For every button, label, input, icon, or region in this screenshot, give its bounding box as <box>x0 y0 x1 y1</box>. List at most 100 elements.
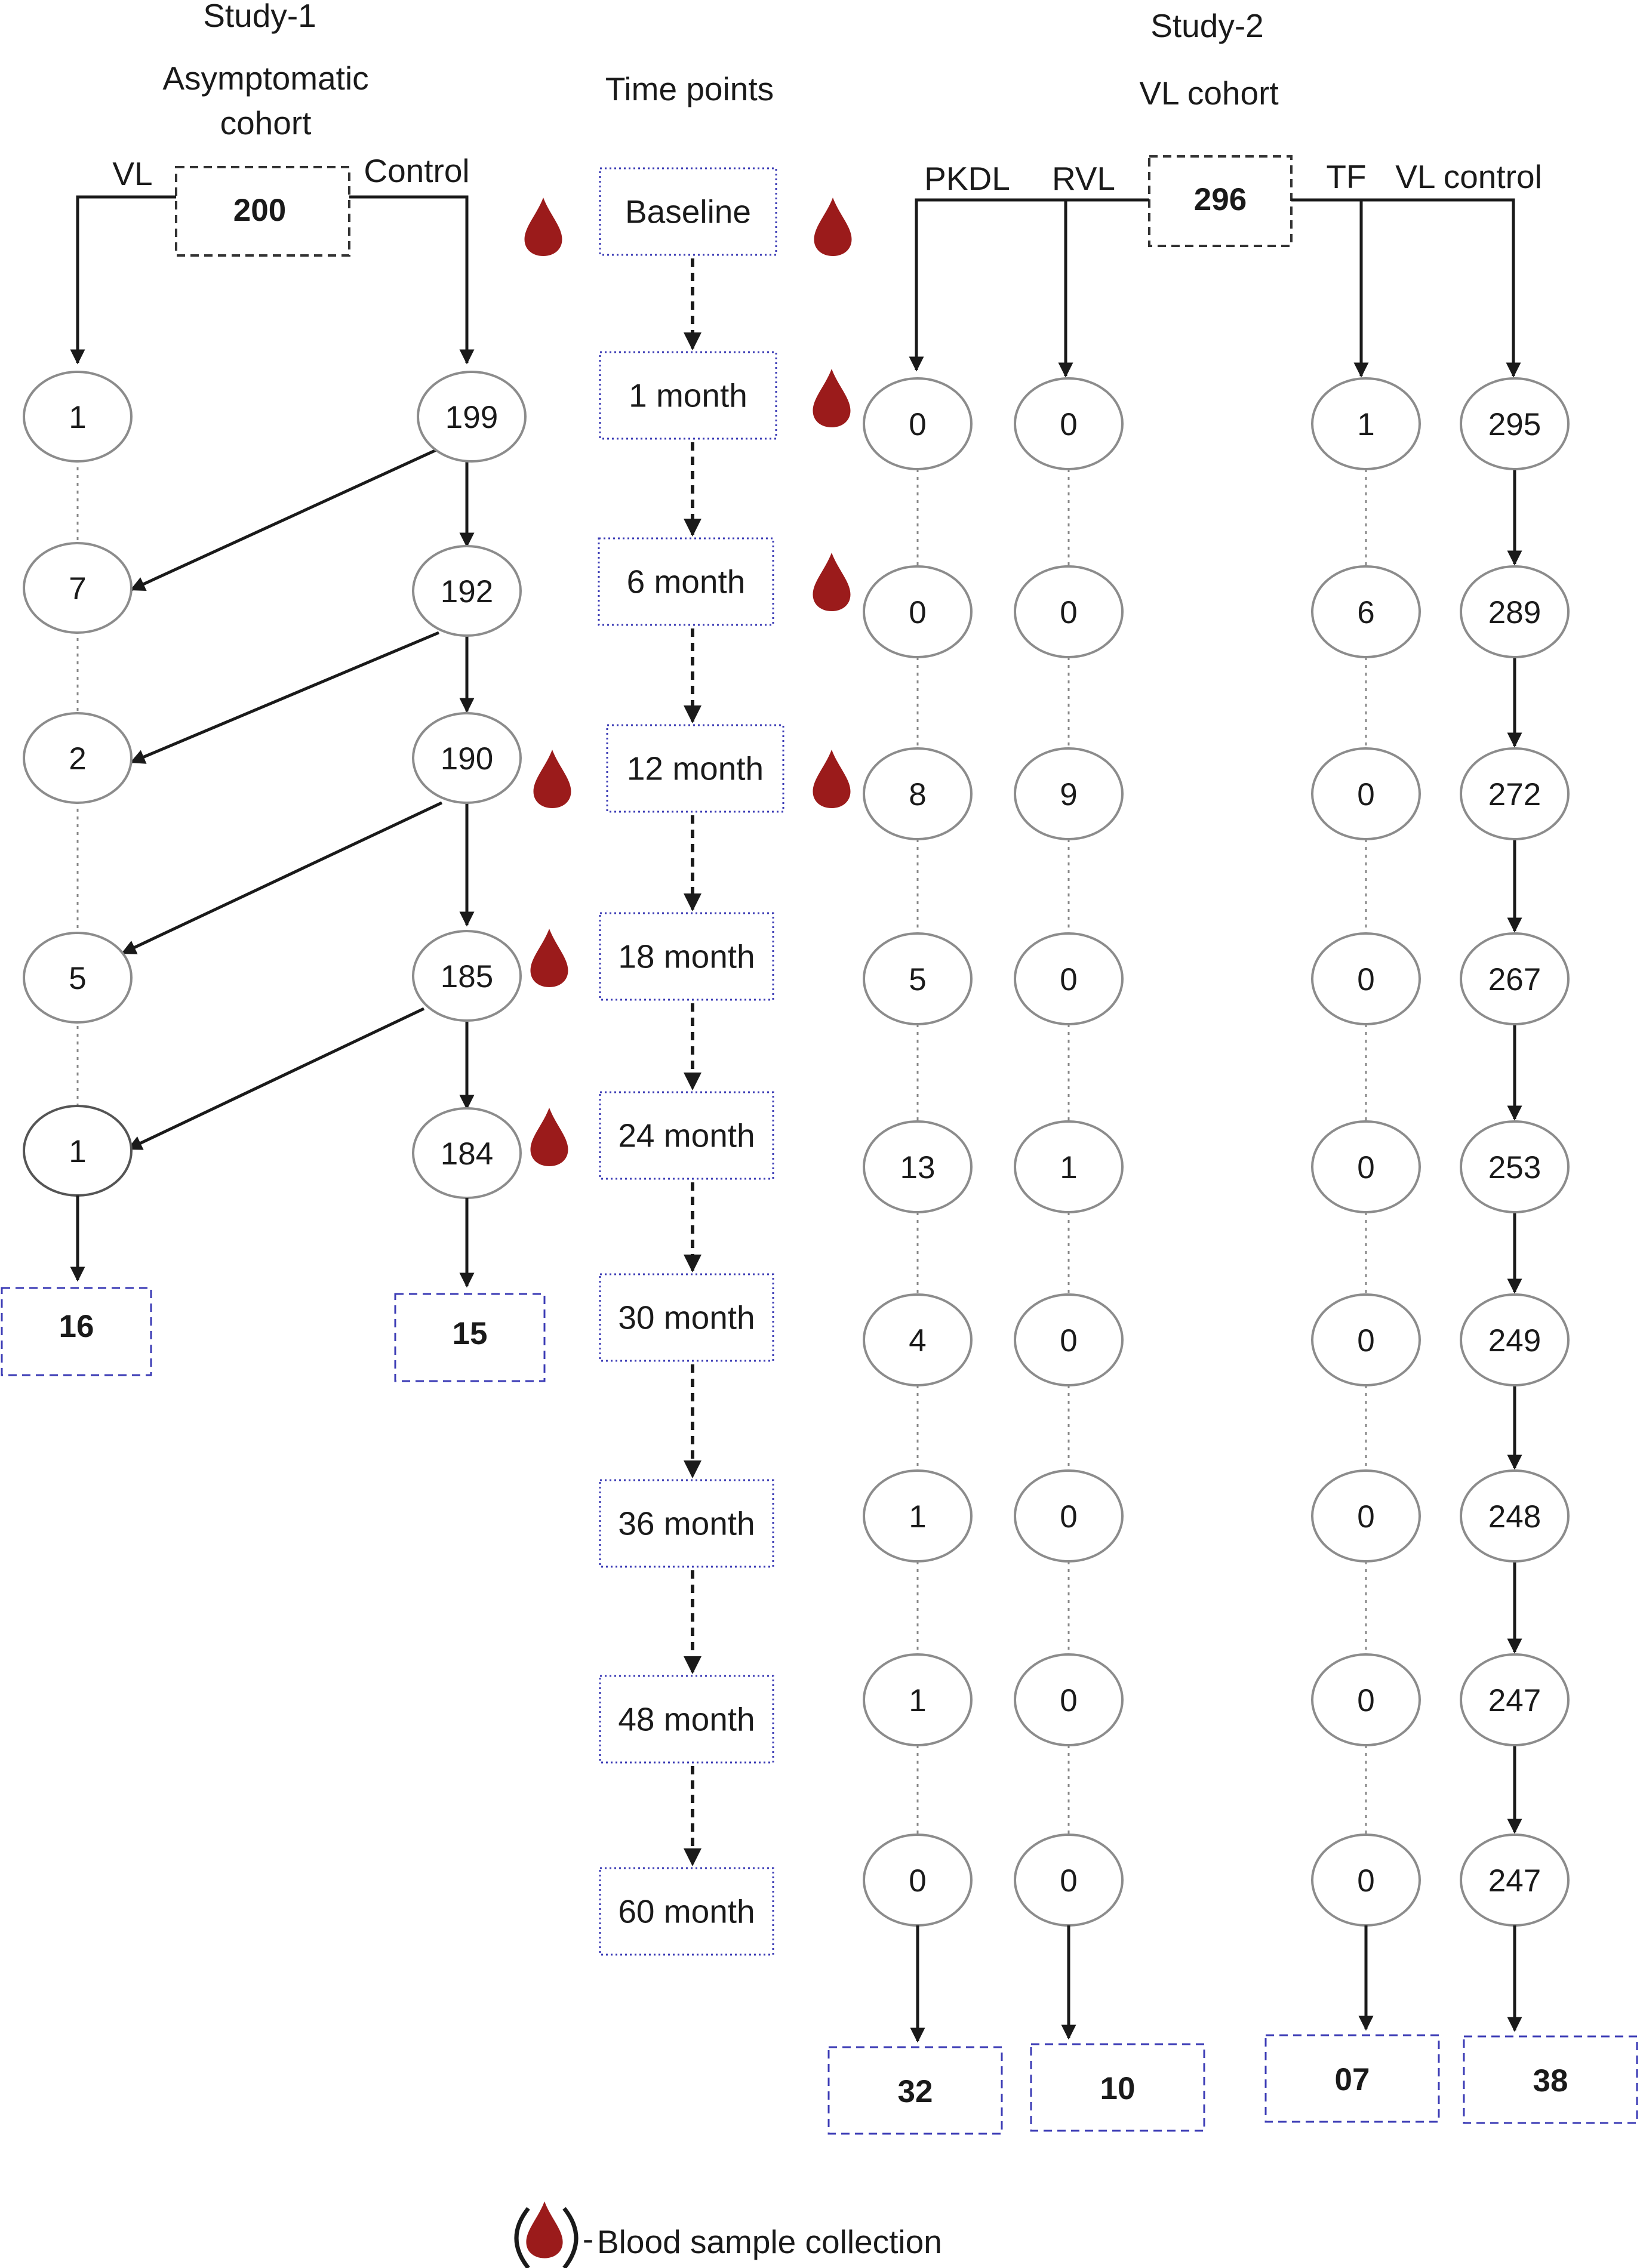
pkdl-node: 13 <box>863 1120 973 1213</box>
svg-text:247: 247 <box>1488 1863 1541 1899</box>
svg-text:1: 1 <box>1060 1150 1077 1185</box>
study1-control-node: 199 <box>417 371 527 463</box>
vlcontrol-node: 247 <box>1460 1653 1570 1746</box>
tf-node: 0 <box>1311 747 1421 840</box>
study2-title: Study-2 <box>1150 7 1264 44</box>
svg-text:0: 0 <box>1357 1683 1374 1718</box>
svg-text:185: 185 <box>441 959 493 994</box>
rvl-node: 9 <box>1014 747 1124 840</box>
vlcontrol-node: 267 <box>1460 932 1570 1025</box>
svg-text:248: 248 <box>1488 1499 1541 1534</box>
svg-text:0: 0 <box>1357 1499 1374 1534</box>
rvl-node: 0 <box>1014 1469 1124 1563</box>
rvl-node: 1 <box>1014 1120 1124 1213</box>
timepoint-box: 48 month <box>599 1675 774 1764</box>
svg-text:0: 0 <box>1357 1323 1374 1358</box>
vlcontrol-node: 272 <box>1460 747 1570 840</box>
tf-node: 0 <box>1311 1293 1421 1386</box>
svg-text:0: 0 <box>909 595 926 630</box>
legend: - Blood sample collection <box>514 2201 942 2268</box>
svg-text:295: 295 <box>1488 407 1541 442</box>
diag-arrow-4 <box>127 1007 425 1151</box>
blood-drop-icon <box>530 1108 568 1166</box>
study1-vl-node: 1 <box>23 371 133 463</box>
diag-arrow-2 <box>130 631 439 764</box>
blood-drop-icon <box>530 929 568 987</box>
rvl-node: 0 <box>1014 1293 1124 1386</box>
study2-right-branch-line <box>1291 198 1521 378</box>
rvl-total-box <box>1030 2043 1205 2132</box>
study1-vl-node: 7 <box>23 542 133 634</box>
svg-text:13: 13 <box>900 1150 936 1185</box>
pkdl-node: 5 <box>863 932 973 1025</box>
tf-node: 6 <box>1311 565 1421 658</box>
vlcontrol-total-box <box>1463 2035 1638 2124</box>
svg-text:5: 5 <box>909 962 926 997</box>
svg-text:0: 0 <box>1060 1499 1077 1534</box>
timepoint-box: 60 month <box>599 1867 774 1956</box>
study2-total: 296 <box>1194 182 1247 217</box>
blood-drop-icon <box>813 553 851 611</box>
svg-text:289: 289 <box>1488 595 1541 630</box>
timepoint-label: 18 month <box>618 938 755 975</box>
rvl-node: 0 <box>1014 932 1124 1025</box>
svg-text:6: 6 <box>1357 595 1374 630</box>
svg-text:0: 0 <box>909 407 926 442</box>
tf-total-box <box>1264 2034 1440 2123</box>
pkdl-total: 32 <box>898 2074 933 2109</box>
timepoint-box: 36 month <box>599 1479 774 1568</box>
tf-node: 1 <box>1311 377 1421 470</box>
svg-text:4: 4 <box>909 1323 926 1358</box>
svg-text:1: 1 <box>69 1134 86 1169</box>
study1-control-total-box <box>394 1293 546 1382</box>
timepoints-title: Time points <box>605 70 774 107</box>
svg-text:9: 9 <box>1060 777 1077 812</box>
svg-text:0: 0 <box>1357 962 1374 997</box>
study1-control-total: 15 <box>453 1316 488 1351</box>
svg-text:1: 1 <box>1357 407 1374 442</box>
svg-text:0: 0 <box>1060 407 1077 442</box>
blood-drop-icon <box>813 369 851 427</box>
tf-node: 0 <box>1311 1120 1421 1213</box>
timepoint-label: 36 month <box>618 1505 755 1542</box>
timepoint-label: Baseline <box>625 193 751 230</box>
pkdl-node: 8 <box>863 747 973 840</box>
vlcontrol-node: 295 <box>1460 377 1570 470</box>
tf-node: 0 <box>1311 1469 1421 1563</box>
pkdl-node: 0 <box>863 1833 973 1927</box>
svg-text:5: 5 <box>69 961 86 996</box>
svg-text:8: 8 <box>909 777 926 812</box>
study1-control-node: 190 <box>412 712 522 804</box>
study2-branch-rvl: RVL <box>1052 160 1115 197</box>
svg-text:0: 0 <box>1060 1863 1077 1899</box>
vlcontrol-total: 38 <box>1533 2063 1568 2098</box>
svg-text:1: 1 <box>69 400 86 435</box>
timepoint-box: 18 month <box>599 912 774 1001</box>
study1-vl-node: 5 <box>23 932 133 1024</box>
diag-arrow-1 <box>130 447 440 591</box>
tf-total: 07 <box>1335 2062 1370 2097</box>
pkdl-node: 1 <box>863 1653 973 1746</box>
timepoint-box: 1 month <box>599 351 777 440</box>
blood-drop-icon <box>524 198 562 256</box>
timepoint-label: 24 month <box>618 1117 755 1154</box>
pkdl-node: 4 <box>863 1293 973 1386</box>
study2-branch-pkdl: PKDL <box>924 160 1010 197</box>
svg-text:272: 272 <box>1488 777 1541 812</box>
tf-node: 0 <box>1311 1833 1421 1927</box>
study1-vl-node: 2 <box>23 712 133 804</box>
timepoint-label: 6 month <box>627 563 746 600</box>
legend-open-paren <box>514 2207 530 2268</box>
timepoint-box: 12 month <box>606 724 784 813</box>
timepoint-label: 60 month <box>618 1893 755 1930</box>
svg-text:190: 190 <box>441 741 493 776</box>
rvl-node: 0 <box>1014 565 1124 658</box>
tf-node: 0 <box>1311 1653 1421 1746</box>
study1-control-branch-line <box>349 195 475 365</box>
timepoint-label: 48 month <box>618 1701 755 1738</box>
study1-branch-control: Control <box>364 152 469 189</box>
svg-text:0: 0 <box>1357 1150 1374 1185</box>
blood-drop-icon <box>814 198 852 256</box>
vlcontrol-node: 253 <box>1460 1120 1570 1213</box>
svg-text:192: 192 <box>441 574 493 609</box>
